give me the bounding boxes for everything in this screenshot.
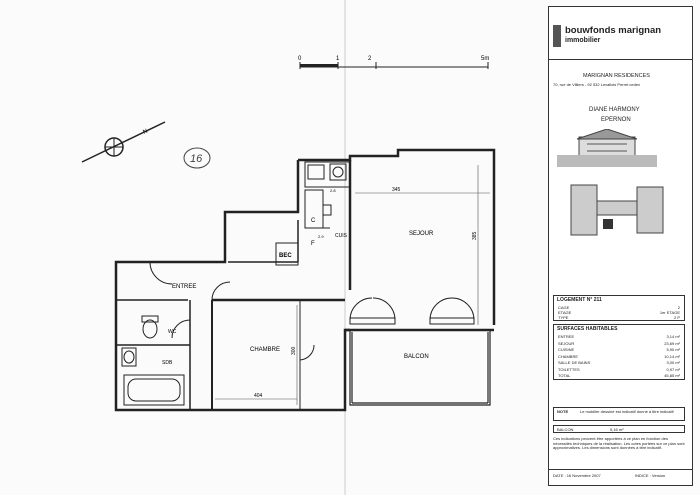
table-row: SEJOUR 23,69 m² [554,341,684,346]
program-name: DIANE HARMONY [589,107,640,113]
room-label-sdb: SDB [162,360,173,366]
room-label-sejour: SEJOUR [409,231,434,237]
row-value: 23,69 m² [664,340,680,346]
north-arrow-icon: N [81,121,166,163]
windows [149,261,475,361]
row-key: TOILETTES [558,366,580,372]
building-elevation-image [557,129,657,167]
brand-logo: bouwfonds marignan immobilier [551,11,689,57]
brand-sub: immobilier [565,37,601,44]
dim-sejour-width: 345 [392,187,401,193]
table-row: TOTAL 45,85 m² [554,373,684,378]
dim-chambre-width: 404 [254,393,263,399]
table-row: ETAGE 1er ETAGE [554,310,684,315]
row-value: 3,00 m² [666,360,680,365]
title-block: bouwfonds marignan immobilier MARIGNAN R… [548,6,693,486]
surfaces-table: SURFACES HABITABLES ENTREE 3,14 m² SEJOUR 2… [553,324,685,380]
note-label: NOTE [557,409,569,414]
note-box: NOTE Le mobilier dessiné est indicatif d… [553,407,685,421]
company-address: 70, rue de Villiers - 92 532 Levallois P… [553,82,641,87]
lot-mark: 16 [183,147,211,169]
room-label-balcon: BALCON [404,354,429,360]
balcony [349,330,491,406]
lot-title: LOGEMENT N° 211 [557,297,602,303]
table-row: CUISINE 5,90 m² [554,347,684,352]
dim-sejour-depth: 385 [472,231,478,240]
scale-tick-1: 1 [336,56,340,62]
row-value: 2 P [673,315,680,320]
footer-date: DATE : 16 Novembre 2007 [553,473,601,478]
room-label-entree: ENTREE [172,284,196,290]
row-value: 3,14 m² [666,334,680,339]
balcony-box: BALCON 5,16 m² [553,425,685,433]
brand-name: bouwfonds marignan [565,25,662,36]
table-row: CAGE 2 [554,305,684,310]
site-plan-image [570,184,664,236]
program-city: EPERNON [601,117,631,123]
row-key: CHAMBRE [558,353,579,359]
row-value: 10,14 m² [664,353,680,359]
table-row: TYPE 2 P [554,315,684,320]
room-label-f: F [311,241,315,247]
row-key: CAGE [558,305,570,310]
balcony-value: 5,16 m² [610,427,624,432]
svg-text:16: 16 [190,153,203,165]
room-label-chambre: CHAMBRE [250,347,280,353]
table-row: ENTREE 3,14 m² [554,334,684,339]
row-key: CUISINE [558,347,575,352]
logo-mark-icon [553,25,561,47]
disclaimer-text: Ces indications peuvent être apportées à… [553,436,685,451]
table-row: CHAMBRE 10,14 m² [554,354,684,359]
room-label-wc: WC [168,329,177,335]
row-value: 2 [677,305,680,310]
dim-kitchen-a: 2.8 [330,188,336,193]
row-key: TYPE [558,315,569,320]
room-label-c: C [311,218,316,224]
row-value: 45,85 m² [664,373,680,378]
scale-tick-2: 2 [368,56,372,62]
balcony-label: BALCON [557,427,574,432]
table-row: TOILETTES 0,97 m² [554,367,684,372]
row-key: ENTREE [558,334,575,339]
note-text: Le mobilier dessiné est indicatif donné … [580,409,674,414]
row-value: 0,97 m² [666,366,680,372]
room-label-bec: BEC [279,253,292,259]
row-key: SALLE DE BAINS [558,360,591,365]
table-row: SALLE DE BAINS 3,00 m² [554,360,684,365]
svg-text:N: N [142,129,148,136]
dim-kitchen-b: 2.9 [318,234,324,239]
row-value: 1er ETAGE [659,310,680,315]
room-label-cuis: CUIS [335,233,348,239]
floor-plan-drawing: 0 1 2 5m N 16 [81,0,496,495]
row-key: SEJOUR [558,340,575,346]
surfaces-title: SURFACES HABITABLES [557,326,618,332]
dim-chambre-depth: 300 [291,346,297,355]
row-key: ETAGE [558,310,572,315]
company-name: MARIGNAN RESIDENCES [583,73,650,79]
row-value: 5,90 m² [666,347,680,352]
kitchen-fixtures [275,161,351,266]
walls [114,148,496,412]
dimensions [215,165,490,405]
row-key: TOTAL [558,373,571,378]
scale-tick-5: 5m [481,56,489,62]
footer-index: INDICE : Version [635,473,666,478]
scale-bar: 0 1 2 5m [298,56,489,69]
bathroom-fixtures [121,315,185,406]
scale-tick-0: 0 [298,56,302,62]
